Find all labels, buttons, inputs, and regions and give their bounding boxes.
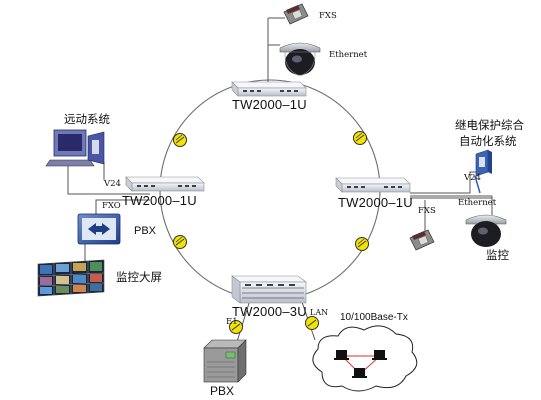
lan-type-label: 10/100Base-Tx <box>340 312 408 323</box>
telephone-icon <box>283 3 309 25</box>
tw2000-1u-top-device[interactable] <box>231 81 307 97</box>
pbx-cabinet-icon <box>203 339 247 383</box>
relay-label-line1: 继电保护综合 <box>455 118 524 132</box>
ethernet-label-right: Ethernet <box>458 198 497 208</box>
node-label-top: TW2000–1U <box>232 97 307 112</box>
pbx-switchboard-icon <box>77 213 121 245</box>
fxs-label-top: FXS <box>319 11 337 21</box>
video-wall-icon <box>37 259 105 297</box>
link-badge <box>353 131 367 145</box>
pbx-label-left: PBX <box>134 225 157 237</box>
dome-camera-icon <box>465 214 507 247</box>
protection-system-icon <box>475 149 492 177</box>
dome-camera-icon <box>279 42 321 77</box>
tw2000-1u-left-device[interactable] <box>125 176 205 192</box>
monitor-label: 监控 <box>486 248 509 262</box>
fxo-label: FXO <box>102 201 121 211</box>
relay-label-line2: 自动化系统 <box>459 134 517 148</box>
e1-label: E1 <box>226 317 238 327</box>
lan-cloud-icon <box>312 325 418 392</box>
tw2000-1u-right-device[interactable] <box>335 177 411 193</box>
ethernet-label-top: Ethernet <box>329 50 368 60</box>
link-badge <box>173 133 187 147</box>
monitor-wall-label: 监控大屏 <box>116 270 162 284</box>
link-badge <box>229 320 243 334</box>
link-badge <box>355 237 369 251</box>
node-label-left: TW2000–1U <box>122 193 197 208</box>
v24-label-right: V24 <box>464 173 481 183</box>
computer-terminal-icon <box>45 129 105 167</box>
tw2000-3u-bottom-device[interactable] <box>231 275 307 304</box>
remote-system-label: 远动系统 <box>64 112 110 126</box>
link-badge <box>305 316 319 330</box>
link-badge <box>173 235 187 249</box>
fxs-label-right: FXS <box>418 206 436 216</box>
link-badges <box>173 131 369 334</box>
node-label-right: TW2000–1U <box>338 195 413 210</box>
telephone-icon <box>409 229 435 251</box>
lan-label: LAN <box>310 308 329 317</box>
v24-label-left: V24 <box>104 179 121 189</box>
pbx-label-bottom: PBX <box>210 384 235 398</box>
node-label-bottom: TW2000–3U <box>232 304 307 319</box>
